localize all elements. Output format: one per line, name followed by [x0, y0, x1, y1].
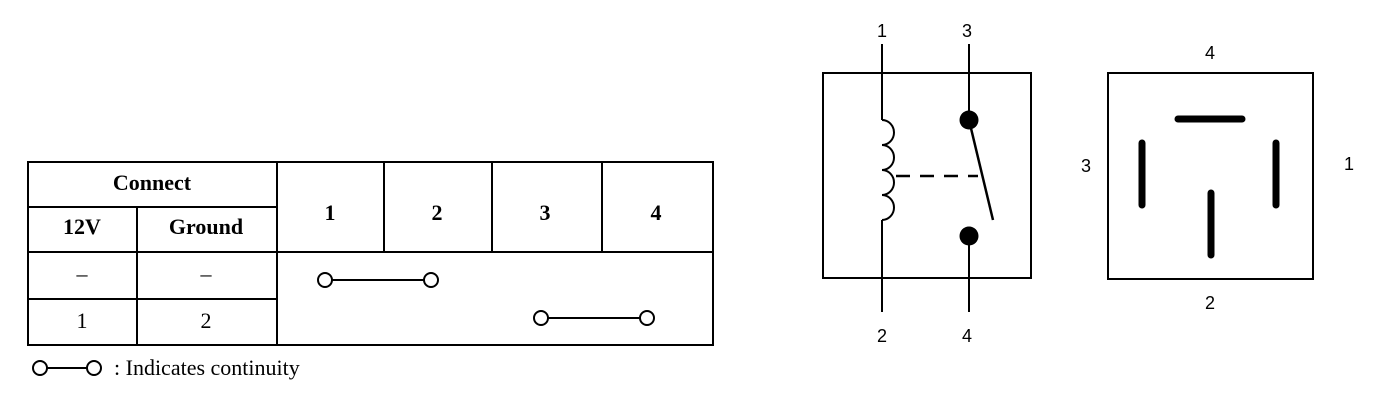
schematic-terminal-4: 4 — [962, 326, 972, 346]
switch-contact-top — [959, 110, 979, 130]
relay-connector-face: 4 3 1 2 — [1081, 43, 1354, 313]
continuity-marker-row2 — [533, 310, 655, 326]
row1-ground: – — [200, 261, 213, 286]
connector-label-4: 4 — [1205, 43, 1215, 63]
connector-label-3: 3 — [1081, 156, 1091, 176]
terminal-header-3: 3 — [540, 200, 551, 225]
col-ground-header: Ground — [169, 214, 243, 239]
legend-continuity-symbol — [32, 360, 102, 376]
legend: : Indicates continuity — [32, 355, 300, 380]
row2-12v: 1 — [77, 308, 88, 333]
continuity-marker-row1 — [317, 272, 439, 288]
row1-12v: – — [76, 261, 89, 286]
connect-header: Connect — [113, 170, 192, 195]
switch-contact-bottom — [959, 226, 979, 246]
col-12v-header: 12V — [63, 214, 101, 239]
legend-text: : Indicates continuity — [114, 355, 300, 380]
connector-outline — [1107, 72, 1314, 280]
row2-ground: 2 — [201, 308, 212, 333]
terminal-header-4: 4 — [651, 200, 662, 225]
continuity-table — [27, 161, 714, 346]
coil — [881, 119, 895, 221]
table-border — [27, 161, 714, 346]
relay-schematic — [822, 44, 1032, 312]
relay-body — [822, 72, 1032, 279]
terminal-header-2: 2 — [432, 200, 443, 225]
switch-blade — [967, 119, 995, 221]
schematic-terminal-1: 1 — [877, 21, 887, 41]
terminal-header-1: 1 — [325, 200, 336, 225]
schematic-terminal-2: 2 — [877, 326, 887, 346]
connector-label-1: 1 — [1344, 154, 1354, 174]
schematic-terminal-3: 3 — [962, 21, 972, 41]
connector-label-2: 2 — [1205, 293, 1215, 313]
